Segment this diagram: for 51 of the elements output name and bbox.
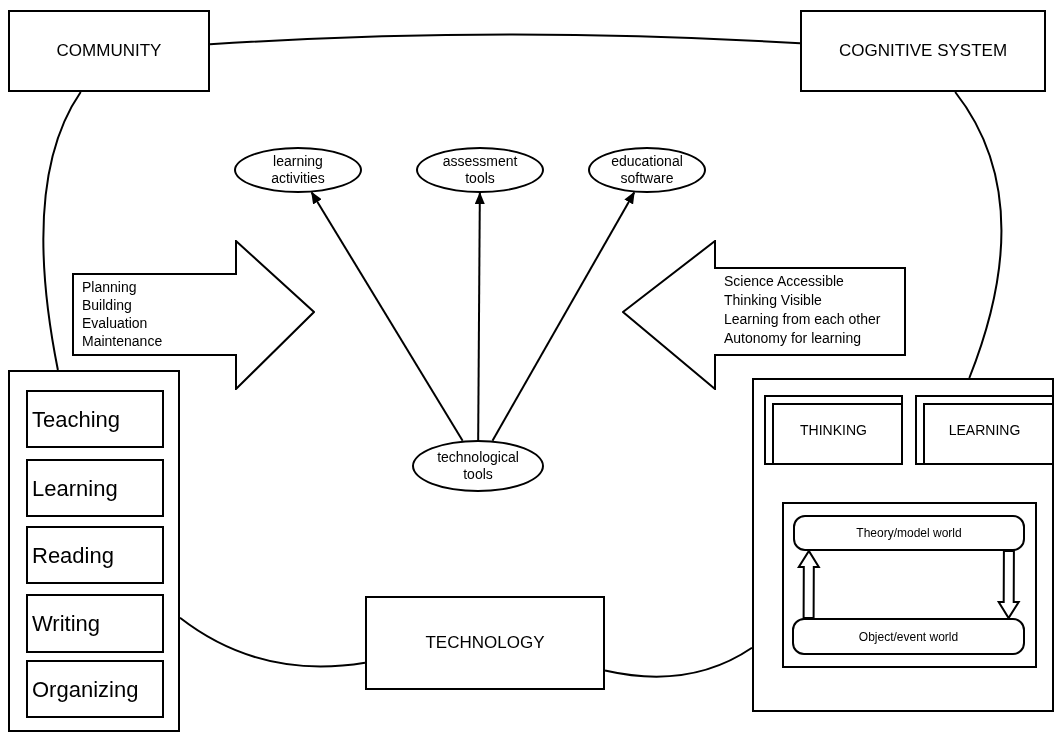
connector-line <box>604 646 753 678</box>
block-arrow <box>622 240 906 390</box>
node-text: learning activities <box>270 153 326 187</box>
node-text: Object/event world <box>858 628 959 646</box>
activity-box <box>26 594 164 653</box>
arrow <box>474 192 485 441</box>
node-text: Autonomy for learning <box>724 329 862 348</box>
node-text: assessment tools <box>441 153 519 187</box>
technology-box <box>365 596 605 690</box>
node-text: technological tools <box>436 449 520 483</box>
node-text: Reading <box>32 541 114 570</box>
thinking-box <box>764 395 903 465</box>
node-text: Evaluation <box>82 314 149 332</box>
node-text: Building <box>82 296 133 314</box>
worlds-box <box>782 502 1037 668</box>
connector-line <box>42 91 82 371</box>
node-text: Teaching <box>32 405 121 434</box>
activity-box <box>26 660 164 718</box>
hollow-arrow <box>797 549 821 619</box>
hollow-arrow <box>996 550 1021 620</box>
node-text: educational software <box>610 153 684 187</box>
node-text: Theory/model world <box>856 525 962 542</box>
block-arrow <box>72 240 315 390</box>
activities-panel <box>8 370 180 732</box>
arrow <box>491 191 636 442</box>
node-text: Thinking Visible <box>724 291 823 310</box>
cognitive-panel <box>752 378 1054 712</box>
node-text: Learning <box>32 474 118 503</box>
community-box <box>8 10 210 92</box>
connector-line <box>209 33 801 46</box>
activity-box <box>26 459 164 517</box>
activity-box <box>26 390 164 448</box>
theory-world-box <box>793 515 1025 551</box>
activity-box <box>26 526 164 584</box>
node-text: Learning from each other <box>724 310 882 329</box>
object-world-box <box>792 618 1025 655</box>
node-text: Science Accessible <box>724 272 845 291</box>
node-text: Organizing <box>32 675 139 704</box>
node-text: Planning <box>82 278 138 296</box>
node-text: THINKING <box>800 420 867 440</box>
connector-line <box>179 616 366 668</box>
node-text: Writing <box>32 610 101 638</box>
node-text: COGNITIVE SYSTEM <box>838 40 1008 63</box>
node-text: LEARNING <box>948 420 1021 440</box>
cognitive-system-box <box>800 10 1046 92</box>
node-text: Maintenance <box>82 332 164 350</box>
node-text: COMMUNITY <box>56 40 162 63</box>
node-text: TECHNOLOGY <box>425 632 545 655</box>
arrow <box>310 191 464 442</box>
connector-line <box>954 91 1003 379</box>
learning-box <box>915 395 1054 465</box>
